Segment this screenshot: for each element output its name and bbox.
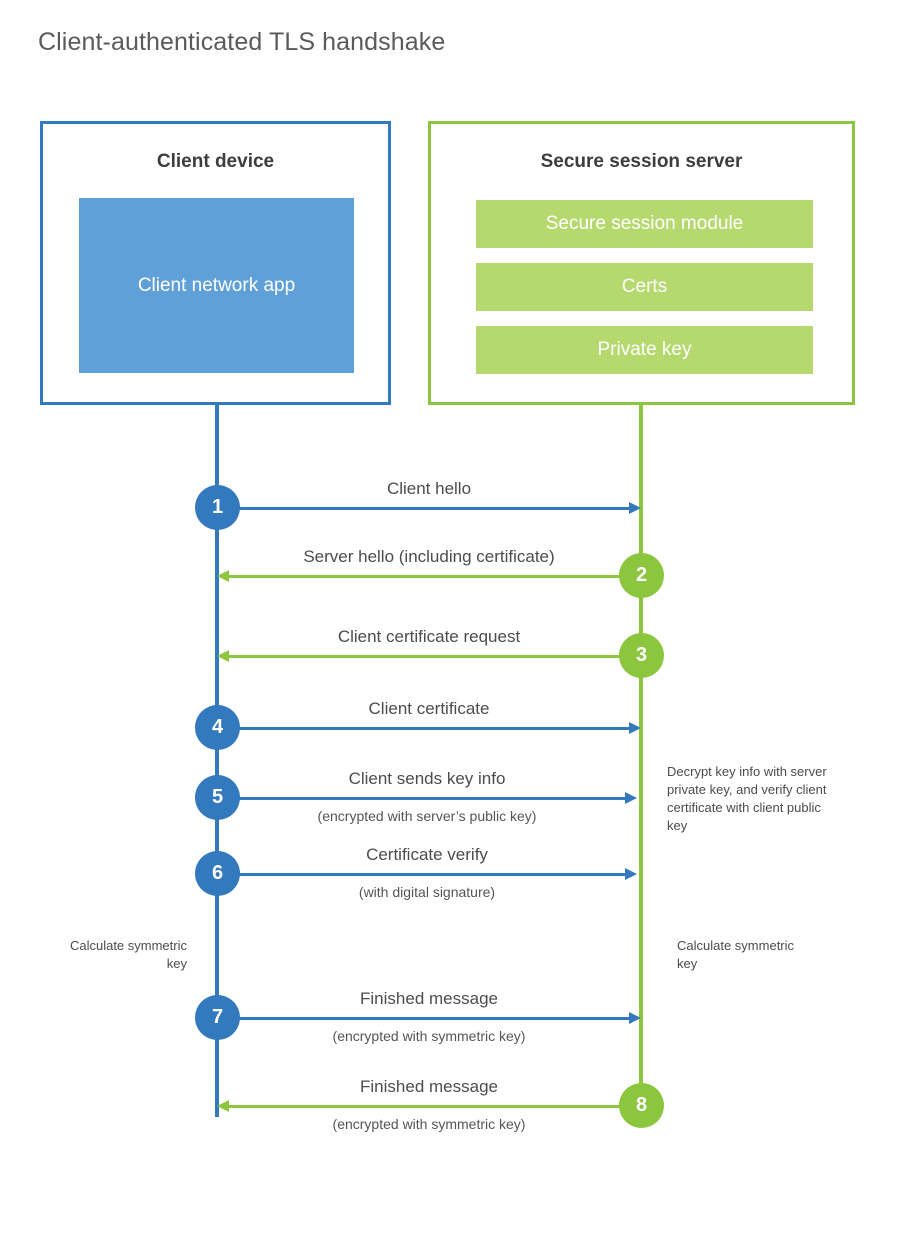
message-6-sublabel: (with digital signature) xyxy=(358,884,496,900)
step-badge-7[interactable]: 7 xyxy=(195,995,240,1040)
step-badge-8[interactable]: 8 xyxy=(619,1083,664,1128)
message-5-line xyxy=(217,797,625,800)
message-8-label: Finished message xyxy=(360,1077,498,1096)
server-block-certs: Certs xyxy=(476,263,813,311)
message-7-line xyxy=(217,1017,629,1020)
message-2-arrowhead xyxy=(217,570,229,582)
message-6-line xyxy=(217,873,625,876)
message-4-label: Client certificate xyxy=(368,699,490,718)
message-5-sublabel: (encrypted with server’s public key) xyxy=(317,808,537,824)
message-6-arrowhead xyxy=(625,868,637,880)
server-title: Secure session server xyxy=(540,151,743,172)
message-8-line xyxy=(229,1105,641,1108)
page-title: Client-authenticated TLS handshake xyxy=(38,28,446,56)
note-server-decrypt: Decrypt key info with server private key… xyxy=(667,764,827,833)
message-8-arrowhead xyxy=(217,1100,229,1112)
step-badge-3[interactable]: 3 xyxy=(619,633,664,678)
message-4-arrowhead xyxy=(629,722,641,734)
lifeline-server xyxy=(639,405,643,1105)
message-2-label: Server hello (including certificate) xyxy=(303,547,555,566)
note-client-calculate-symmetric-key: Calculate symmetric key xyxy=(69,938,187,971)
client-title: Client device xyxy=(156,151,275,172)
actor-box-client: Client device Client network app xyxy=(40,121,391,405)
message-7-arrowhead xyxy=(629,1012,641,1024)
message-1-arrowhead xyxy=(629,502,641,514)
message-7-sublabel: (encrypted with symmetric key) xyxy=(332,1028,526,1044)
message-3-line xyxy=(229,655,641,658)
message-4-line xyxy=(217,727,629,730)
actor-box-server: Secure session server Secure session mod… xyxy=(428,121,855,405)
message-1-line xyxy=(217,507,629,510)
message-7-label: Finished message xyxy=(360,989,498,1008)
message-8-sublabel: (encrypted with symmetric key) xyxy=(332,1116,526,1132)
message-2-line xyxy=(229,575,641,578)
client-network-app-block: Client network app xyxy=(79,198,354,373)
step-badge-4[interactable]: 4 xyxy=(195,705,240,750)
lifeline-client xyxy=(215,405,219,1117)
step-badge-6[interactable]: 6 xyxy=(195,851,240,896)
message-5-label: Client sends key info xyxy=(348,769,506,788)
server-block-private-key: Private key xyxy=(476,326,813,374)
message-3-label: Client certificate request xyxy=(337,627,521,646)
step-badge-5[interactable]: 5 xyxy=(195,775,240,820)
message-5-arrowhead xyxy=(625,792,637,804)
server-block-secure-session-module: Secure session module xyxy=(476,200,813,248)
step-badge-1[interactable]: 1 xyxy=(195,485,240,530)
message-1-label: Client hello xyxy=(386,479,472,498)
note-server-calculate-symmetric-key: Calculate symmetric key xyxy=(677,938,795,971)
message-6-label: Certificate verify xyxy=(366,845,488,864)
message-3-arrowhead xyxy=(217,650,229,662)
step-badge-2[interactable]: 2 xyxy=(619,553,664,598)
